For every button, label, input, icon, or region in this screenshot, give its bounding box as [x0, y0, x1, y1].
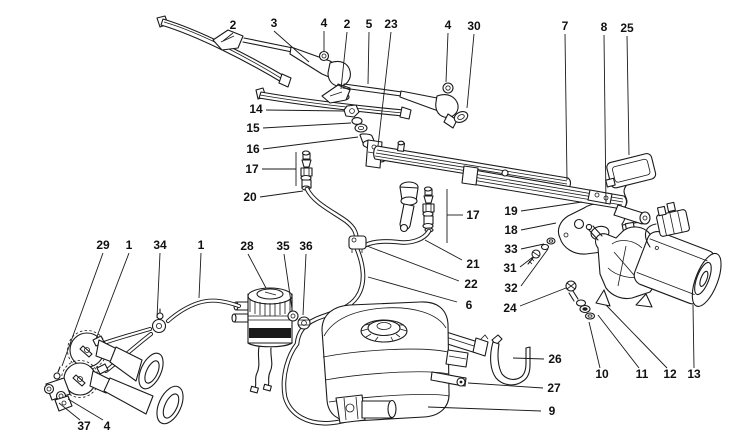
- screw-stack-31-32-33: [527, 237, 556, 265]
- blade-1-clip: [212, 29, 244, 51]
- cover-26: [445, 334, 531, 386]
- wiper-blade-2: [255, 84, 412, 120]
- callout-6: 6: [466, 298, 473, 312]
- callout-17-left: 17: [245, 162, 259, 176]
- arm-nut-2: [442, 82, 454, 94]
- callout-29: 29: [96, 238, 110, 252]
- reservoir-tank: [321, 301, 450, 422]
- callout-35: 35: [276, 239, 290, 253]
- callout-33: 33: [504, 242, 518, 256]
- callout-28: 28: [240, 239, 254, 253]
- washer-nozzle-left-17: [300, 150, 313, 191]
- callout-12: 12: [663, 367, 677, 381]
- callout-labels: 2 3 4 2 5 23 4 30 7 8 25 14 15 16 17 20 …: [77, 16, 701, 433]
- washer-35: [287, 310, 299, 322]
- callout-arm2: 5: [366, 17, 373, 31]
- callout-arm1: 3: [271, 16, 278, 30]
- callout-16: 16: [246, 142, 260, 156]
- wiper-arm-2: [342, 83, 459, 129]
- callout-18: 18: [504, 223, 518, 237]
- tee-connector-22: [348, 235, 367, 253]
- callout-linkage: 7: [562, 19, 569, 33]
- callout-pivot-shaft: 23: [384, 17, 398, 31]
- callout-connector: 8: [601, 20, 608, 34]
- y-connector-34: [151, 308, 167, 334]
- horn-2: [61, 360, 184, 425]
- motor-connector-8: [656, 201, 690, 237]
- callout-9: 9: [549, 404, 556, 418]
- callout-17-right: 17: [466, 208, 480, 222]
- linkage-mid-pivot: [399, 181, 419, 233]
- callout-26: 26: [548, 352, 562, 366]
- callout-washer-30: 30: [467, 19, 481, 33]
- callout-blade1: 2: [230, 18, 237, 32]
- arm-nut-1: [318, 50, 330, 62]
- washer-pump-9: [335, 394, 397, 424]
- callout-11: 11: [636, 367, 649, 381]
- callout-32: 32: [504, 281, 518, 295]
- horn-bell-2: [156, 385, 184, 425]
- washer-hose-20: [304, 186, 360, 243]
- callout-1a: 1: [126, 238, 133, 252]
- horn-hose-1: [166, 298, 241, 323]
- bolt-stack-24: [565, 280, 596, 320]
- callout-31: 31: [503, 261, 517, 275]
- wiper-motor-13: [585, 201, 722, 308]
- spacer-washer-30: [453, 111, 469, 123]
- leader-lines: [58, 30, 695, 421]
- washer-nozzle-right-17: [422, 186, 435, 233]
- washer-12: [584, 312, 596, 320]
- callout-relay: 25: [620, 21, 634, 35]
- callout-1b: 1: [198, 238, 205, 252]
- callout-21: 21: [466, 257, 480, 271]
- callout-4c: 4: [104, 419, 111, 433]
- motor-cylinder: [633, 231, 722, 307]
- motor-wire: [644, 223, 657, 248]
- callout-20: 20: [243, 190, 257, 204]
- washer-hose-21: [363, 228, 432, 248]
- callout-13: 13: [687, 367, 701, 381]
- callout-24: 24: [503, 301, 517, 315]
- horn-1: [67, 330, 164, 390]
- horn-bracket-37: [43, 366, 73, 412]
- callout-nut-a: 4: [321, 16, 328, 30]
- callout-15: 15: [246, 121, 260, 135]
- compressor-wire: [254, 346, 260, 389]
- callout-22: 22: [464, 277, 478, 291]
- callout-blade2: 2: [344, 17, 351, 31]
- callout-19: 19: [504, 204, 518, 218]
- callout-14: 14: [249, 102, 263, 116]
- callout-34: 34: [153, 238, 167, 252]
- callout-27: 27: [547, 381, 561, 395]
- callout-36: 36: [299, 239, 313, 253]
- callout-37: 37: [77, 419, 91, 433]
- callout-10: 10: [595, 367, 609, 381]
- washer-hose-6: [281, 246, 372, 426]
- nut-36: [297, 316, 311, 330]
- compressor-wire: [267, 347, 273, 387]
- wiper-blade-1: [156, 15, 292, 88]
- strap-27: [430, 371, 467, 387]
- callout-nut-b: 4: [445, 18, 452, 32]
- reservoir-cap: [360, 319, 408, 343]
- washer-10: [575, 299, 587, 307]
